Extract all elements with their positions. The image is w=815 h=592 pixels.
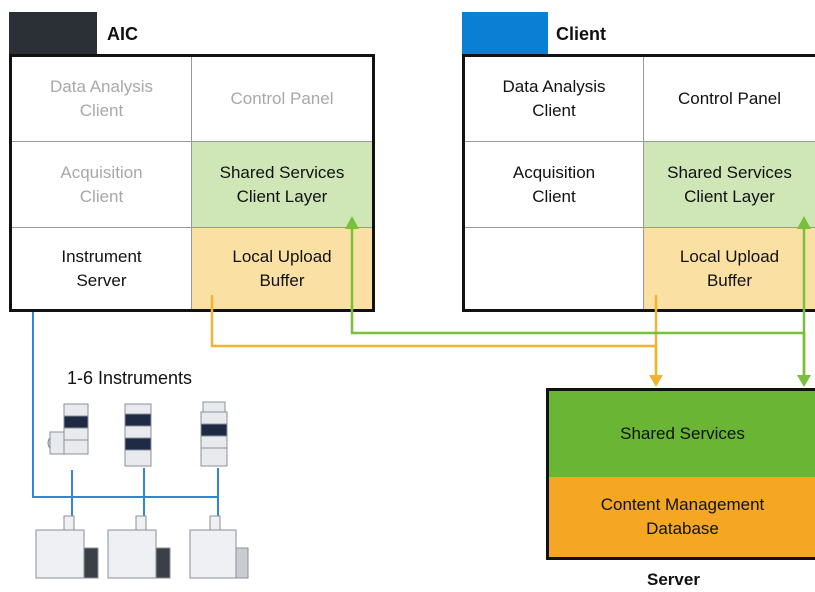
instruments-label: 1-6 Instruments (67, 368, 193, 388)
server-shared-services[interactable]: Shared Services (549, 391, 815, 477)
aic-title: AIC (107, 24, 138, 44)
client-control-panel[interactable]: Control Panel (677, 89, 781, 108)
server-title: Server (647, 570, 700, 589)
client-divider-v (643, 57, 644, 309)
client-shared-services-client-layer[interactable]: Shared Services Client Layer (644, 142, 815, 227)
client-header-tab (462, 12, 548, 54)
client-panel: Data Analysis Client Control Panel Acqui… (462, 54, 815, 312)
aic-divider-h1 (12, 141, 372, 142)
aic-upload-line (210, 295, 658, 376)
instrument-bus (32, 312, 218, 498)
aic-instrument-server[interactable]: Instrument Server (61, 246, 142, 290)
aic-header-tab (9, 12, 97, 54)
aic-local-upload-buffer[interactable]: Local Upload Buffer (192, 228, 372, 309)
green-arrowhead-aic (345, 216, 359, 229)
aic-data-analysis-client[interactable]: Data Analysis Client (50, 77, 153, 120)
green-arrowhead-server (797, 375, 811, 387)
server-content-management-database[interactable]: Content Management Database (549, 477, 815, 557)
client-divider-h1 (465, 141, 815, 142)
orange-arrowhead (649, 375, 663, 387)
green-arrowhead-client (797, 216, 811, 229)
aic-control-panel[interactable]: Control Panel (230, 89, 334, 108)
aic-divider-v (191, 57, 192, 309)
aic-shared-services-client-layer[interactable]: Shared Services Client Layer (192, 142, 372, 227)
client-local-upload-buffer[interactable]: Local Upload Buffer (644, 228, 815, 309)
aic-panel: Data Analysis Client Control Panel Acqui… (9, 54, 375, 312)
client-divider-h2 (465, 227, 815, 228)
client-data-analysis-client[interactable]: Data Analysis Client (502, 77, 606, 120)
aic-acquisition-client[interactable]: Acquisition Client (60, 162, 143, 206)
server-box: Shared Services Content Management Datab… (546, 388, 815, 560)
aic-shared-services-line (350, 226, 806, 376)
aic-divider-h2 (12, 227, 372, 228)
client-acquisition-client[interactable]: Acquisition Client (512, 162, 596, 206)
client-title: Client (556, 24, 607, 44)
